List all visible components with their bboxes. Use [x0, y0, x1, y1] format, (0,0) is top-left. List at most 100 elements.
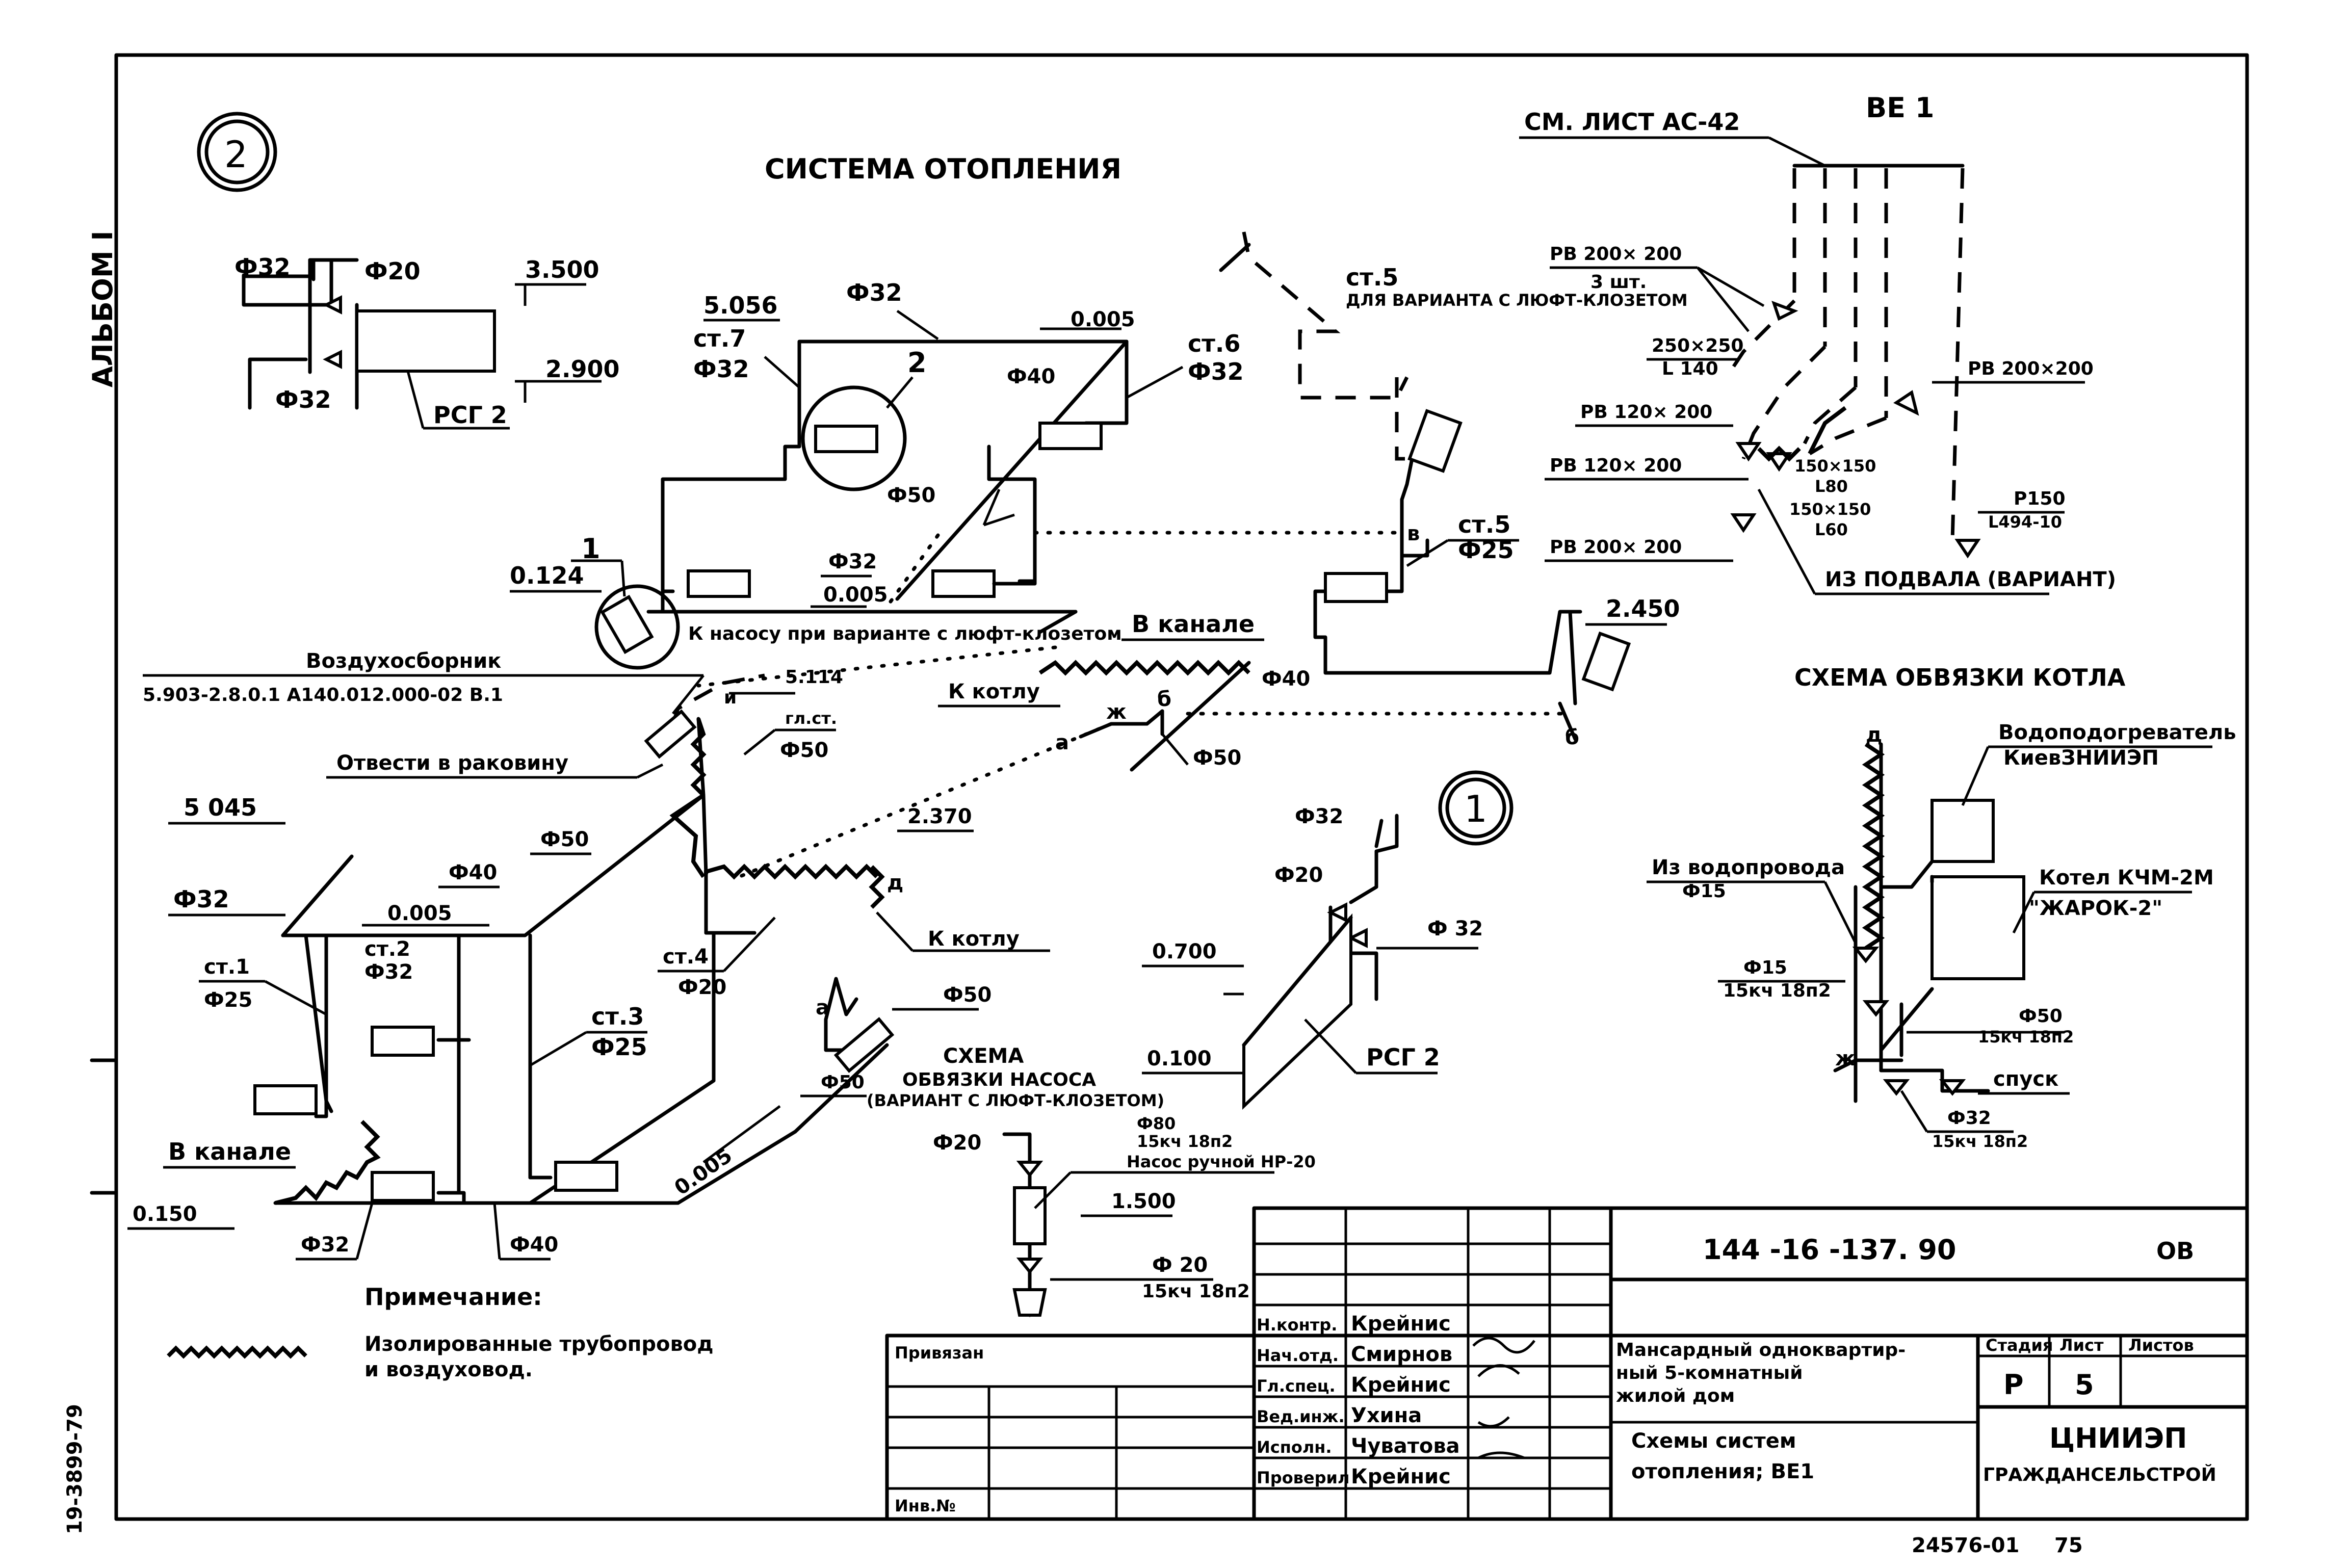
leader — [1697, 266, 1765, 307]
insulated-pipe — [1038, 660, 1250, 676]
label-pump-name: Насос ручной НР-20 — [1127, 1152, 1316, 1171]
label-drain: спуск — [1993, 1067, 2058, 1091]
label-w-valve: 15кч 18п2 — [1723, 980, 1831, 1001]
name-5: Крейнис — [1351, 1465, 1451, 1488]
sheets-header: Листов — [2128, 1336, 2194, 1355]
dotted-connection — [737, 722, 1113, 879]
label-d50-mid: Ф50 — [887, 484, 935, 507]
album-label: АЛЬБОМ I — [87, 231, 119, 388]
valve-marker: в — [1407, 522, 1420, 545]
label-air-collector: Воздухосборник — [306, 649, 501, 673]
name-3: Ухина — [1351, 1404, 1422, 1427]
label-to-boiler-b: К котлу — [928, 927, 1020, 951]
note-text-2: и воздуховод. — [364, 1358, 533, 1381]
sheet-number: 2 — [224, 133, 248, 176]
leader — [355, 1203, 374, 1260]
label-st5-var: ст.5 — [1346, 264, 1398, 291]
label-l80: L80 — [1815, 477, 1848, 496]
label-pump-valve-b: 15кч 18п2 — [1142, 1281, 1250, 1302]
elev-0150: 0.150 — [133, 1203, 197, 1226]
leader — [493, 1203, 501, 1260]
role-0: Н.контр. — [1257, 1315, 1337, 1335]
label-d20-a: Ф20 — [364, 257, 421, 285]
label-pump-d20: Ф20 — [933, 1131, 981, 1155]
label-in-channel-top: В канале — [1132, 610, 1255, 638]
pipe — [824, 1017, 843, 1052]
label-p150: Р150 — [2014, 488, 2066, 509]
label-w-valve-c: 15кч 18п2 — [1932, 1132, 2028, 1151]
leader — [1961, 746, 1990, 806]
label-qty3: 3 шт. — [1590, 272, 1647, 293]
role-1: Нач.отд. — [1257, 1346, 1339, 1365]
label-d32-b: Ф32 — [275, 386, 331, 413]
leader — [1034, 1171, 1072, 1209]
doc-mark: ОВ — [2156, 1237, 2194, 1265]
label-in-channel-low: В канале — [168, 1138, 291, 1165]
label-rb200-a: РВ 200× 200 — [1550, 244, 1682, 265]
stage-value: Р — [2003, 1369, 2024, 1401]
note-text-1: Изолированные трубопровод — [364, 1332, 714, 1356]
label-d40-c: Ф40 — [449, 861, 497, 884]
label-d20-rsg: Ф20 — [1274, 864, 1323, 887]
elev-2450: 2.450 — [1606, 595, 1680, 622]
pump-scheme-sub: ОБВЯЗКИ НАСОСА — [902, 1069, 1096, 1090]
pump-assembly — [1002, 1132, 1047, 1317]
inv-label: Инв.№ — [895, 1496, 956, 1515]
leader — [1768, 136, 1826, 167]
sheet-number-circle — [197, 112, 277, 192]
rsg2-top-left — [242, 258, 602, 430]
label-st5-var-note: ДЛЯ ВАРИАНТА С ЛЮФТ-КЛОЗЕТОМ — [1346, 291, 1688, 310]
name-0: Крейнис — [1351, 1312, 1451, 1336]
object-line-1: Мансардный одноквартир- — [1616, 1340, 1906, 1361]
elev-5045: 5 045 — [184, 794, 257, 821]
label-heater: Водоподогреватель — [1998, 721, 2236, 744]
elev-0124: 0.124 — [510, 562, 584, 589]
label-air-collector-ref: 5.903-2.8.0.1 А140.012.000-02 В.1 — [143, 685, 503, 705]
elev-0100: 0.100 — [1147, 1047, 1212, 1070]
node-2: 2 — [907, 347, 927, 379]
role-3: Вед.инж. — [1257, 1407, 1345, 1426]
label-st1: ст.1 — [204, 955, 250, 979]
label-gl-st: гл.ст. — [785, 709, 837, 728]
label-rsg2-a: РСГ 2 — [433, 401, 507, 429]
st5-variant — [1219, 231, 1631, 741]
label-st4-d: Ф20 — [678, 976, 726, 999]
label-st4: ст.4 — [663, 945, 709, 969]
sheet-title-2: отопления; ВЕ1 — [1631, 1460, 1814, 1483]
valve-marker: ж — [1106, 700, 1127, 724]
valve-marker: б — [1565, 726, 1579, 749]
footer-page: 75 — [2054, 1534, 2083, 1557]
leader — [2012, 891, 2036, 934]
label-rb200-c: РВ 200× 200 — [1550, 537, 1682, 558]
sheet-value: 5 — [2075, 1369, 2094, 1401]
object-line-3: жилой дом — [1616, 1386, 1735, 1406]
label-d40-top: Ф40 — [1007, 365, 1055, 388]
label-d50-pump-b: Ф50 — [821, 1072, 865, 1093]
label-pump-valve: 15кч 18п2 — [1137, 1132, 1233, 1151]
doc-code: 144 -16 -137. 90 — [1703, 1234, 1956, 1266]
leader — [876, 911, 914, 952]
label-rb120-a: РВ 120× 200 — [1580, 402, 1712, 423]
label-st1-d: Ф25 — [204, 988, 252, 1012]
stage-header: Стадия — [1986, 1336, 2053, 1355]
rsg2-right — [1223, 814, 1399, 1110]
system-number-circle-inner — [1445, 777, 1506, 839]
name-4: Чуватова — [1351, 1434, 1460, 1458]
label-d50-r: Ф50 — [1193, 746, 1241, 770]
label-g150-b: 150×150 — [1789, 500, 1871, 519]
label-w-d15-b: Ф15 — [1743, 957, 1787, 978]
label-st5: ст.5 — [1458, 511, 1510, 538]
label-g150-a: 150×150 — [1794, 456, 1876, 476]
label-st3-d: Ф25 — [591, 1033, 647, 1061]
elev-5114: 5.114 — [785, 667, 843, 688]
valve-marker: и — [724, 687, 737, 708]
label-d50-gl: Ф50 — [780, 739, 828, 762]
label-d32-top: Ф32 — [846, 279, 902, 306]
leader — [1900, 1090, 1928, 1133]
valve-marker: а — [1055, 731, 1069, 754]
label-st5-d: Ф25 — [1458, 536, 1514, 564]
pump-device — [833, 1017, 895, 1073]
heating-title: СИСТЕМА ОТОПЛЕНИЯ — [765, 153, 1121, 185]
